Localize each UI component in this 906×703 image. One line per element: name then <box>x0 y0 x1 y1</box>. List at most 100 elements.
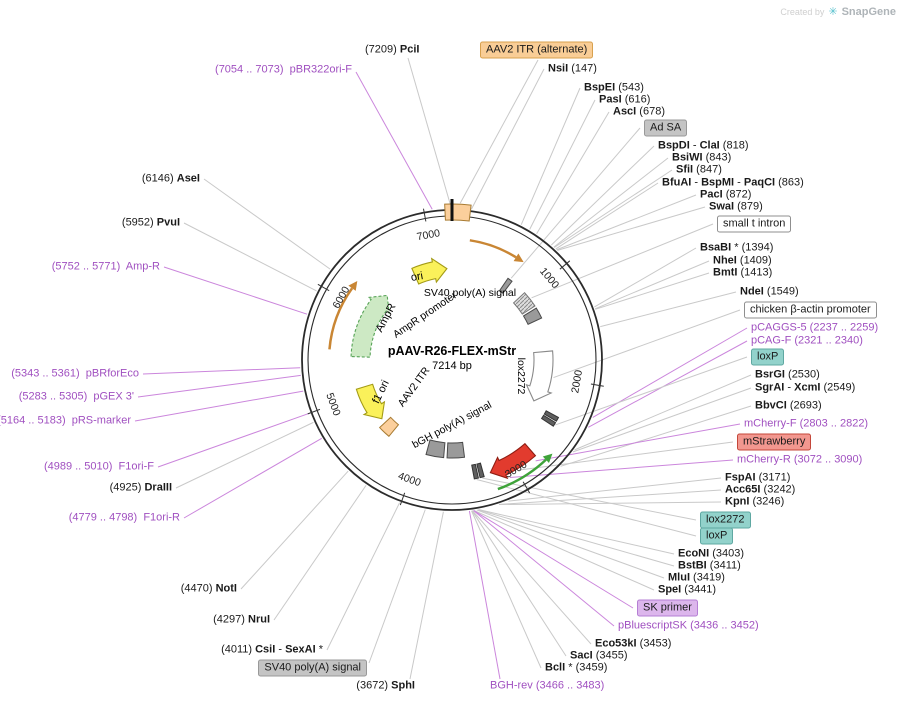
primer-label-pbr322ori-f[interactable]: (7054 .. 7073) pBR322ori-F <box>215 63 352 76</box>
feature-lox2272-site-2[interactable] <box>476 462 485 479</box>
feature-promoter-arc-top[interactable] <box>469 239 517 259</box>
feature-label-mstrawberry[interactable]: mStrawberry <box>737 433 812 451</box>
feature-ad-sa[interactable] <box>498 277 513 294</box>
primer-label-pcaggs-5[interactable]: pCAGGS-5 (2237 .. 2259) <box>751 321 879 334</box>
enzyme-label-swai[interactable]: SwaI (879) <box>709 200 763 213</box>
sv40-polya-early-inner-label[interactable]: SV40 poly(A) signal <box>423 287 517 299</box>
feature-aav2-itr-alternate[interactable] <box>444 203 472 222</box>
enzyme-label-pasi[interactable]: PasI (616) <box>599 93 651 106</box>
feature-label-sk-primer[interactable]: SK primer <box>637 599 698 617</box>
connector-bcli <box>471 510 542 669</box>
enzyme-label-econi[interactable]: EcoNI (3403) <box>678 547 745 560</box>
connector-ad-sa <box>510 127 641 279</box>
enzyme-label-pcii[interactable]: (7209) PciI <box>365 43 420 56</box>
enzyme-label-sgrai-xcmi[interactable]: SgrAI - XcmI (2549) <box>755 381 856 394</box>
enzyme-label-acc65i[interactable]: Acc65I (3242) <box>725 483 796 496</box>
tick-3000 <box>522 481 531 494</box>
feature-label-lox2272-1[interactable]: lox2272 <box>700 511 751 529</box>
enzyme-label-nrui[interactable]: (4297) NruI <box>213 613 270 626</box>
enzyme-label-mlui[interactable]: MluI (3419) <box>668 571 725 584</box>
enzyme-label-asci[interactable]: AscI (678) <box>613 105 665 118</box>
connector-bfuai-bspmi-paqci <box>555 182 659 250</box>
enzyme-label-asei[interactable]: (6146) AseI <box>141 172 200 185</box>
primer-label-f1ori-r[interactable]: (4779 .. 4798) F1ori-R <box>68 511 180 524</box>
feature-chicken-beta-actin-promoter[interactable] <box>525 350 554 402</box>
primer-label-pbrforeco[interactable]: (5343 .. 5361) pBRforEco <box>11 367 139 380</box>
feature-ori[interactable] <box>411 257 448 285</box>
primer-label-amp-r[interactable]: (5752 .. 5771) Amp-R <box>51 260 160 273</box>
tick-label-5000: 5000 <box>323 391 342 417</box>
primer-label-bgh-rev[interactable]: BGH-rev (3466 .. 3483) <box>490 679 605 692</box>
feature-label-chicken-beta-actin-promoter[interactable]: chicken β-actin promoter <box>744 301 877 319</box>
primer-label-mcherry-r[interactable]: mCherry-R (3072 .. 3090) <box>737 453 863 466</box>
enzyme-label-noti[interactable]: (4470) NotI <box>180 582 237 595</box>
connector-pasi <box>529 99 596 230</box>
feature-loxp-site-2[interactable] <box>471 463 480 480</box>
enzyme-label-saci[interactable]: SacI (3455) <box>570 649 628 662</box>
watermark-created-by: Created by <box>780 6 825 17</box>
connector-aav2-itr-alternate <box>459 59 539 204</box>
feature-sv40-polya-early[interactable] <box>522 307 543 325</box>
enzyme-label-sphi[interactable]: (3672) SphI <box>356 679 415 692</box>
tick-1000 <box>559 260 571 270</box>
connector-pbluescriptsk <box>473 510 615 627</box>
feature-aav2-itr[interactable] <box>378 416 400 438</box>
feature-label-loxp-1[interactable]: loxP <box>751 348 785 366</box>
feature-small-t-intron[interactable] <box>512 291 536 315</box>
feature-lox2272-site-1[interactable] <box>543 410 560 422</box>
feature-mstrawberry[interactable] <box>489 442 537 480</box>
enzyme-label-nhei[interactable]: NheI (1409) <box>713 254 772 267</box>
tick-5000 <box>307 408 321 415</box>
connector-noti <box>240 470 349 590</box>
plasmid-title-group: pAAV-R26-FLEX-mStr 7214 bp <box>388 344 516 372</box>
feature-ampr[interactable] <box>350 294 390 358</box>
feature-label-ad-sa[interactable]: Ad SA <box>644 119 688 137</box>
enzyme-label-pvui[interactable]: (5952) PvuI <box>121 216 180 229</box>
feature-f1-ori[interactable] <box>355 383 386 420</box>
lox2272-inner-label[interactable]: lox2272 <box>515 357 527 395</box>
primer-label-prs-marker[interactable]: (5164 .. 5183) pRS-marker <box>0 414 131 427</box>
feature-bgh-polya[interactable] <box>446 441 466 459</box>
enzyme-label-bsrgi[interactable]: BsrGI (2530) <box>755 368 820 381</box>
connector-asei <box>203 178 331 270</box>
feature-label-small-t-intron[interactable]: small t intron <box>717 215 792 233</box>
enzyme-label-bcli[interactable]: BclI * (3459) <box>545 661 608 674</box>
primer-label-f1ori-f[interactable]: (4989 .. 5010) F1ori-F <box>43 460 154 473</box>
feature-ampr-promoter[interactable] <box>328 287 354 350</box>
tick-7000 <box>422 208 427 222</box>
feature-label-loxp-2[interactable]: loxP <box>700 527 734 545</box>
enzyme-label-ndei[interactable]: NdeI (1549) <box>740 285 799 298</box>
enzyme-label-bmti[interactable]: BmtI (1413) <box>713 266 773 279</box>
feature-label-sv40-polya-signal[interactable]: SV40 poly(A) signal <box>258 659 367 677</box>
feature-loxp-site-1[interactable] <box>540 414 557 427</box>
enzyme-label-bfuai-bspmi-paqci[interactable]: BfuAI - BspMI - PaqCI (863) <box>662 176 804 189</box>
enzyme-label-bbvci[interactable]: BbvCI (2693) <box>755 399 822 412</box>
primer-label-pbluescriptsk[interactable]: pBluescriptSK (3436 .. 3452) <box>618 619 759 632</box>
enzyme-label-bspdi-clai[interactable]: BspDI - ClaI (818) <box>658 139 749 152</box>
tick-label-4000: 4000 <box>396 470 422 489</box>
enzyme-label-bsiwi[interactable]: BsiWI (843) <box>672 151 732 164</box>
enzyme-label-csii-sexai[interactable]: (4011) CsiI - SexAI * <box>221 643 323 656</box>
primer-label-pgex-3[interactable]: (5283 .. 5305) pGEX 3' <box>18 390 134 403</box>
enzyme-label-eco53ki[interactable]: Eco53kI (3453) <box>595 637 672 650</box>
enzyme-label-fspai[interactable]: FspAI (3171) <box>725 471 791 484</box>
plasmid-name: pAAV-R26-FLEX-mStr <box>387 344 517 358</box>
connector-chicken-beta-actin-promoter <box>553 309 741 379</box>
ori-inner-label[interactable]: ori <box>409 270 425 284</box>
enzyme-label-paci[interactable]: PacI (872) <box>700 188 752 201</box>
primer-label-mcherry-f[interactable]: mCherry-F (2803 .. 2822) <box>744 417 869 430</box>
enzyme-label-kpni[interactable]: KpnI (3246) <box>725 495 785 508</box>
feature-flex-arc[interactable] <box>497 458 547 491</box>
enzyme-label-bstbi[interactable]: BstBI (3411) <box>678 559 741 572</box>
connector-bgh-rev <box>468 510 501 680</box>
feature-sv40-polya-late[interactable] <box>425 439 446 459</box>
enzyme-label-sfii[interactable]: SfiI (847) <box>676 163 722 176</box>
enzyme-label-bspei[interactable]: BspEI (543) <box>584 81 644 94</box>
enzyme-label-draiii[interactable]: (4925) DraIII <box>109 481 172 494</box>
primer-label-pcag-f[interactable]: pCAG-F (2321 .. 2340) <box>751 334 863 347</box>
enzyme-label-spei[interactable]: SpeI (3441) <box>658 583 717 596</box>
feature-label-aav2-itr-alternate[interactable]: AAV2 ITR (alternate) <box>480 41 594 59</box>
enzyme-label-bsabi[interactable]: BsaBI * (1394) <box>700 241 774 254</box>
enzyme-label-nsii[interactable]: NsiI (147) <box>548 62 597 75</box>
